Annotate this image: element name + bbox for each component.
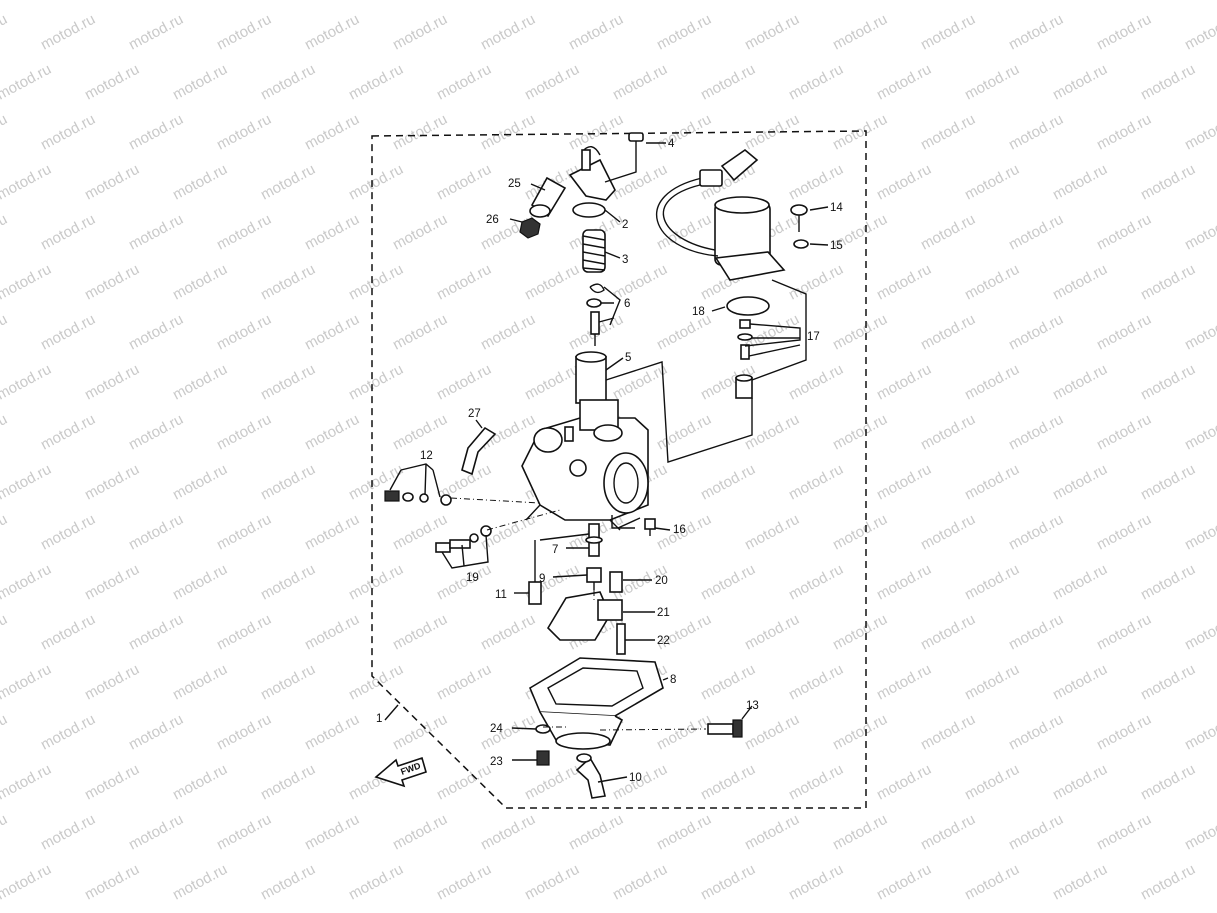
float-assembly	[546, 591, 623, 641]
needle-jet	[585, 523, 603, 557]
jet-needle-set	[586, 283, 605, 346]
callout-10: 10	[629, 772, 642, 784]
callout-27: 27	[468, 408, 481, 420]
washer-24	[535, 724, 551, 734]
callout-17: 17	[807, 331, 820, 343]
callout-12: 12	[420, 450, 433, 462]
callout-14: 14	[830, 202, 843, 214]
callout-19: 19	[466, 572, 479, 584]
drain-screw-13	[707, 719, 743, 738]
callout-9: 9	[539, 573, 545, 585]
callout-20: 20	[655, 575, 668, 587]
plunger-parts-17	[735, 319, 753, 399]
callout-25: 25	[508, 178, 521, 190]
assembly-boundary	[371, 130, 867, 809]
screw-top	[628, 132, 644, 158]
float-chamber	[528, 657, 664, 750]
screw-23	[536, 750, 550, 766]
cable-adjuster-fitting	[568, 146, 616, 201]
starter-plunger-solenoid	[656, 148, 786, 281]
callout-11: 11	[495, 589, 507, 601]
assembly-guide-lines	[450, 497, 707, 731]
callout-5: 5	[625, 352, 631, 364]
callout-8: 8	[670, 674, 676, 686]
cable-boot	[529, 176, 567, 218]
callout-16: 16	[673, 524, 686, 536]
callout-13: 13	[746, 700, 759, 712]
float-valve-20	[609, 571, 623, 593]
callout-1: 1	[376, 713, 382, 725]
drain-tube-10	[575, 753, 606, 799]
callout-21: 21	[657, 607, 670, 619]
callout-6: 6	[624, 298, 630, 310]
callout-4: 4	[668, 138, 675, 150]
nut	[519, 217, 541, 239]
callout-18: 18	[692, 306, 705, 318]
pilot-jet-11	[528, 540, 542, 605]
throttle-stop-screw-set	[435, 525, 492, 553]
main-jet	[586, 567, 602, 590]
washer-15	[793, 239, 809, 249]
overflow-tube	[461, 426, 497, 476]
screw-16	[644, 518, 656, 536]
callout-7: 7	[552, 544, 558, 556]
callout-2: 2	[622, 219, 628, 231]
screw-14	[790, 204, 808, 232]
carburetor-body	[521, 399, 649, 531]
float-pin-22	[616, 623, 626, 655]
callout-24: 24	[490, 723, 503, 735]
callout-26: 26	[486, 214, 499, 226]
o-ring-18	[726, 296, 770, 316]
callout-23: 23	[490, 756, 503, 768]
forward-arrow-icon: FWD	[374, 756, 427, 788]
throttle-spring	[582, 229, 606, 273]
leader-lines	[384, 142, 829, 783]
callout-22: 22	[657, 635, 670, 647]
callout-labels: 1 2 3 4 5 6 7 8 9 10 11 12 13 14 15 16 1…	[376, 138, 843, 784]
pilot-screw-set	[384, 490, 452, 506]
callout-3: 3	[622, 254, 628, 266]
callout-15: 15	[830, 240, 843, 252]
gasket-ring	[572, 202, 606, 218]
throttle-valve	[575, 351, 607, 404]
